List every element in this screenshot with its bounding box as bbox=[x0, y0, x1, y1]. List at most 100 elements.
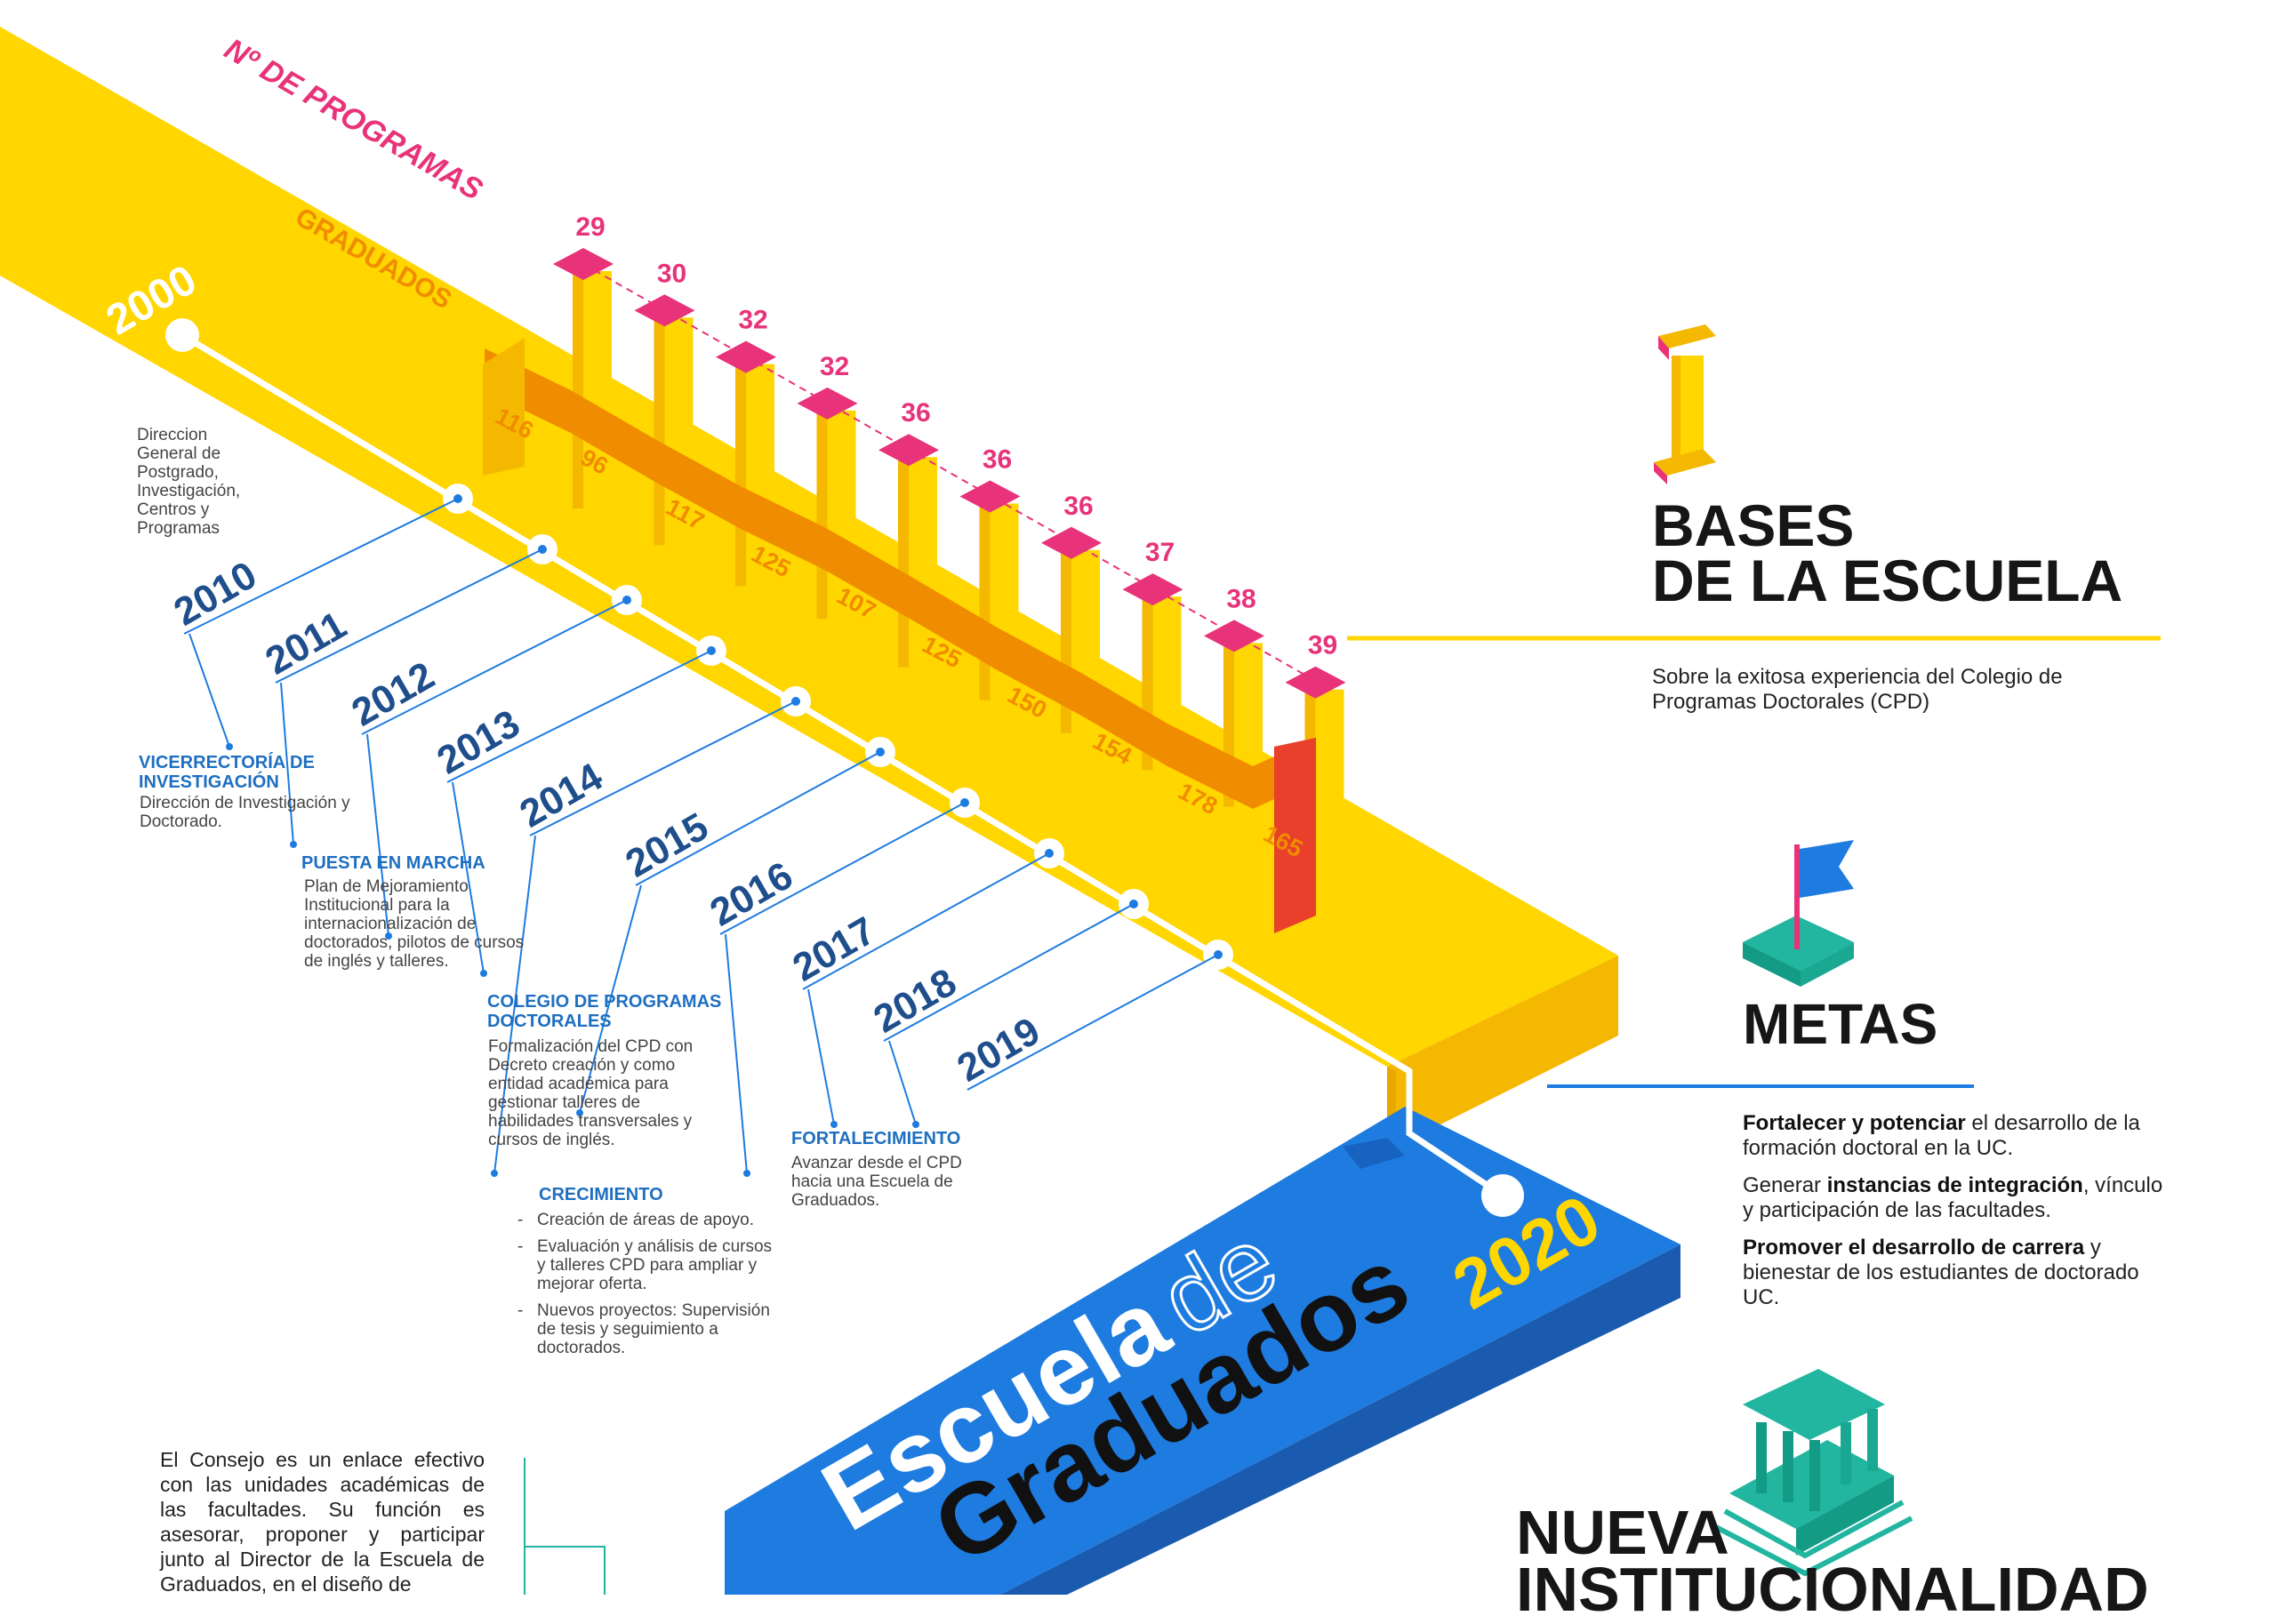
crecimiento-item-2: Evaluación y análisis de cursos y taller… bbox=[517, 1237, 775, 1293]
program-bar-2010: 29 bbox=[553, 212, 614, 514]
program-bar-side bbox=[735, 358, 746, 587]
year-connector bbox=[719, 802, 966, 935]
program-bar-side bbox=[979, 498, 991, 700]
program-bar-side bbox=[898, 452, 909, 668]
vicerrectoria-title: VICERRECTORÍA DE INVESTIGACIÓN bbox=[139, 753, 315, 792]
program-bar-body bbox=[744, 364, 774, 592]
milestone-connector bbox=[452, 781, 485, 974]
program-value: 29 bbox=[575, 212, 605, 242]
metas-2-start: Generar bbox=[1743, 1173, 1827, 1197]
escuela-block-top bbox=[725, 1107, 1680, 1595]
crecimiento-list: Creación de áreas de apoyo. Evaluación y… bbox=[517, 1211, 775, 1365]
milestone-dot bbox=[226, 743, 233, 750]
vicerrectoria-text: Dirección de Investigación y Doctorado. bbox=[140, 794, 350, 831]
nueva-title-line1: NUEVA bbox=[1516, 1498, 1729, 1567]
milestone-dot bbox=[480, 970, 487, 977]
program-bar-2018: 38 bbox=[1204, 584, 1264, 812]
milestone-connector bbox=[493, 835, 536, 1174]
year-label-2019: 2019 bbox=[951, 1009, 1047, 1090]
year-connector bbox=[967, 954, 1219, 1091]
metas-item-3: Promover el desarrollo de carrera y bien… bbox=[1743, 1236, 2178, 1310]
metas-3-rest: y bienestar de los estudiantes de doctor… bbox=[1743, 1236, 2139, 1309]
year-label-2017: 2017 bbox=[786, 908, 883, 989]
crecimiento-item-3: Nuevos proyectos: Supervisión de tesis y… bbox=[517, 1301, 775, 1357]
consejo-bracket-h bbox=[525, 1546, 606, 1595]
bases-title-line2: DE LA ESCUELA bbox=[1652, 548, 2123, 613]
consejo-text: El Consejo es un enlace efectivo con las… bbox=[160, 1448, 485, 1596]
graduates-ribbon-start bbox=[483, 338, 525, 476]
yellow-band-front bbox=[1387, 956, 1618, 1151]
milestone-connector bbox=[888, 1040, 917, 1125]
program-bar-body bbox=[1313, 689, 1344, 849]
graduates-ribbon bbox=[485, 348, 1316, 810]
programs-trend-line bbox=[582, 263, 1319, 684]
year-connector bbox=[883, 903, 1135, 1042]
program-bar-cap bbox=[1285, 666, 1346, 699]
bases-title-line1: BASES bbox=[1652, 492, 1855, 558]
escuela-block bbox=[725, 1107, 1680, 1595]
milestone-dot bbox=[385, 932, 392, 940]
program-bar-body bbox=[582, 271, 612, 514]
year-label-2010: 2010 bbox=[167, 553, 264, 634]
nueva-title: NUEVA INSTITUCIONALIDAD bbox=[1516, 1498, 2227, 1624]
fortalecimiento-text: Avanzar desde el CPD hacia una Escuela d… bbox=[791, 1154, 962, 1210]
program-value: 32 bbox=[820, 352, 849, 381]
year-connector bbox=[275, 548, 543, 684]
fortalecimiento-title: FORTALECIMIENTO bbox=[791, 1129, 961, 1148]
metas-3-bold: Promover el desarrollo de carrera bbox=[1743, 1236, 2085, 1260]
program-bar-body bbox=[825, 410, 856, 625]
milestone-connector bbox=[725, 933, 748, 1174]
year-connector bbox=[183, 498, 459, 635]
puesta-title: PUESTA EN MARCHA bbox=[301, 853, 485, 873]
milestone-connector bbox=[366, 733, 389, 937]
milestone-connector bbox=[579, 884, 642, 1114]
metas-item-2: Generar instancias de integración, víncu… bbox=[1743, 1173, 2178, 1223]
program-value: 39 bbox=[1308, 631, 1337, 660]
escuela-block-side bbox=[1000, 1244, 1680, 1595]
program-value: 36 bbox=[983, 445, 1012, 475]
year-connector bbox=[635, 751, 881, 886]
column-icon bbox=[1654, 324, 1716, 484]
year-label-2018: 2018 bbox=[867, 960, 964, 1041]
escuela-block-notch bbox=[1343, 1138, 1405, 1169]
bases-title: BASES DE LA ESCUELA bbox=[1652, 492, 2274, 613]
year-label-2013: 2013 bbox=[430, 701, 527, 782]
graduates-ribbon-end bbox=[1274, 738, 1316, 933]
timeline-line bbox=[165, 318, 1524, 1217]
colegio-title: COLEGIO DE PROGRAMAS DOCTORALES bbox=[487, 992, 722, 1031]
bases-text: Sobre la exitosa experiencia del Colegio… bbox=[1652, 665, 2063, 714]
program-bar-cap bbox=[797, 387, 858, 420]
program-value: 36 bbox=[901, 398, 930, 428]
year-label-2016: 2016 bbox=[703, 853, 800, 934]
metas-2-rest: , vínculo y participación de las faculta… bbox=[1743, 1173, 2163, 1222]
milestone-dot bbox=[576, 1109, 583, 1116]
program-bar-cap bbox=[1204, 620, 1264, 652]
program-value: 37 bbox=[1145, 538, 1175, 567]
crecimiento-title: CRECIMIENTO bbox=[539, 1185, 663, 1204]
year-connector bbox=[361, 599, 628, 735]
metas-title: METAS bbox=[1743, 992, 1938, 1056]
timeline-node-2020 bbox=[1481, 1174, 1524, 1217]
program-value: 32 bbox=[738, 306, 767, 335]
metas-item-1: Fortalecer y potenciar el desarrollo de … bbox=[1743, 1111, 2178, 1161]
timeline-node-2000 bbox=[165, 318, 199, 352]
year-label-2011: 2011 bbox=[259, 603, 354, 683]
nueva-title-line2: INSTITUCIONALIDAD bbox=[1516, 1555, 2149, 1624]
puesta-text: Plan de Mejoramiento Institucional para … bbox=[304, 877, 525, 971]
crecimiento-item-1: Creación de áreas de apoyo. bbox=[517, 1211, 775, 1229]
milestone-dot bbox=[830, 1121, 838, 1128]
year-connector bbox=[529, 700, 797, 836]
year-label-2015: 2015 bbox=[619, 804, 716, 885]
metas-1-bold: Fortalecer y potenciar bbox=[1743, 1111, 1966, 1135]
year-label-2012: 2012 bbox=[345, 653, 442, 734]
direccion-text: Direccion General de Postgrado, Investig… bbox=[137, 426, 241, 538]
milestone-dot bbox=[743, 1170, 750, 1177]
program-value: 30 bbox=[657, 259, 686, 288]
year-connector bbox=[446, 650, 712, 783]
program-bar-body bbox=[662, 317, 694, 551]
milestone-dot bbox=[491, 1170, 498, 1177]
metas-2-bold: instancias de integración bbox=[1826, 1173, 2083, 1197]
milestone-connector bbox=[807, 988, 835, 1125]
program-bar-side bbox=[573, 266, 583, 508]
